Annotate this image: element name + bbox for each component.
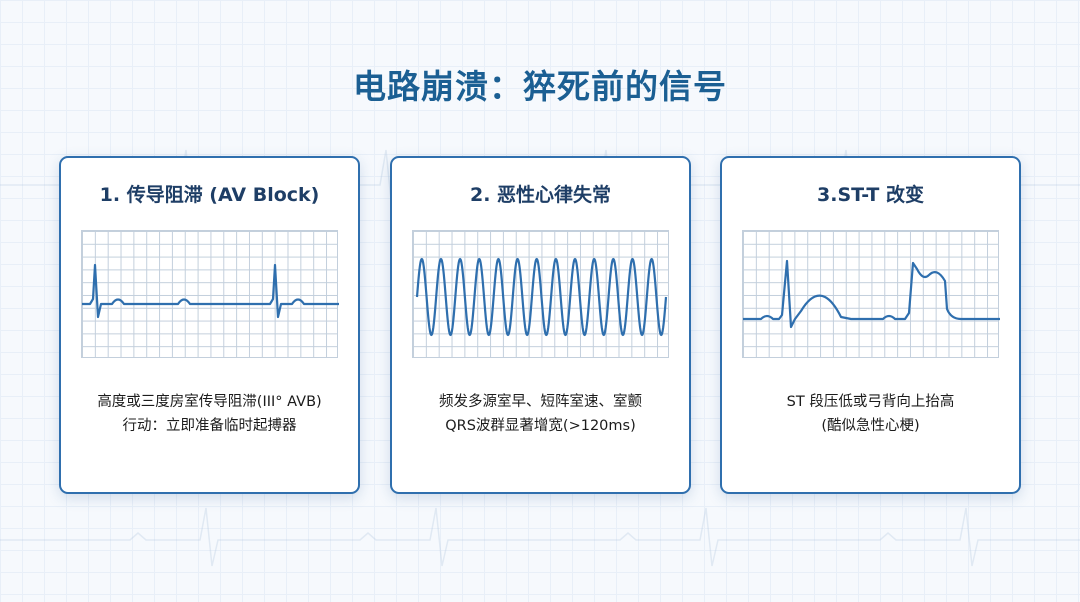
description-line: QRS波群显著增宽(>120ms) (445, 418, 636, 434)
card-heading: 2. 恶性心律失常 (469, 184, 612, 206)
description-line: ST 段压低或弓背向上抬高 (786, 394, 955, 410)
ecg-trace (415, 257, 668, 337)
card-st-t-change: 3.ST-T 改变 ST 段压低或弓背向上抬高 (酷似急性心梗) (720, 156, 1021, 494)
card-description: ST 段压低或弓背向上抬高 (酷似急性心梗) (722, 390, 1019, 438)
description-line: 高度或三度房室传导阻滞(III° AVB) (97, 394, 322, 410)
ecg-trace (82, 263, 339, 319)
description-line: 频发多源室早、短阵室速、室颤 (439, 394, 642, 410)
card-description: 高度或三度房室传导阻滞(III° AVB) 行动：立即准备临时起搏器 (61, 390, 358, 438)
card-description: 频发多源室早、短阵室速、室颤 QRS波群显著增宽(>120ms) (392, 390, 689, 438)
ecg-trace (743, 259, 1000, 329)
description-line: 行动：立即准备临时起搏器 (122, 418, 297, 434)
description-line: (酷似急性心梗) (821, 418, 920, 434)
page-title: 电路崩溃：猝死前的信号 (353, 67, 727, 106)
ecg-strip-st-t (742, 230, 1000, 358)
ecg-strip-av-block (81, 230, 339, 358)
background-ecg-wave-bottom (0, 507, 1080, 567)
card-heading: 3.ST-T 改变 (817, 184, 924, 206)
card-heading: 1. 传导阻滞 (AV Block) (99, 184, 320, 206)
card-arrhythmia: 2. 恶性心律失常 频发多源室早、短阵室速、室颤 QRS波群显著增宽(>120m… (390, 156, 691, 494)
ecg-strip-arrhythmia (412, 230, 669, 358)
card-av-block: 1. 传导阻滞 (AV Block) 高度或三度房室传导阻滞(III° AVB)… (59, 156, 360, 494)
